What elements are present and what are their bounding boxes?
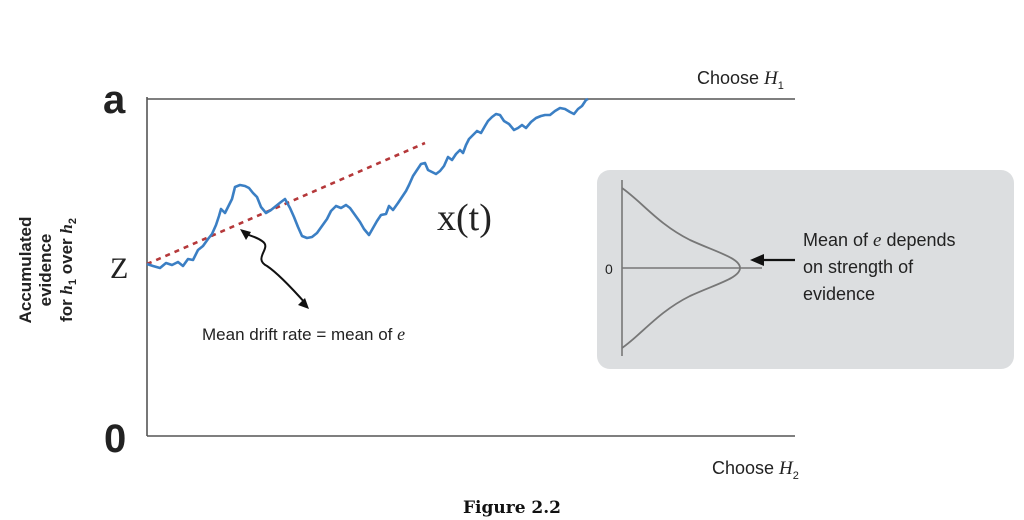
y-axis-sub-1: 1 (67, 279, 79, 285)
drift-annotation-prefix: Mean drift rate = mean of (202, 325, 397, 344)
inset-line1-var: e (873, 230, 881, 251)
diffusion-diagram: a 0 Z Accumulated evidence for h1 over h… (16, 68, 1014, 482)
choose-h2-var: H (778, 458, 794, 479)
y-axis-sub-2: 2 (67, 218, 79, 224)
choose-h2-prefix: Choose (712, 458, 779, 478)
inset-text-line-2: on strength of (803, 257, 914, 277)
inset-line1-suffix: depends (881, 230, 955, 250)
inset-zero-label: 0 (605, 261, 613, 277)
drift-annotation-arrow (244, 232, 307, 305)
choose-h2-label: Choose H2 (712, 458, 799, 482)
choose-h1-prefix: Choose (697, 68, 764, 88)
drift-arrow-head-bottom (298, 298, 309, 309)
inset-line1-prefix: Mean of (803, 230, 873, 250)
y-axis-var-h1: h (57, 285, 76, 294)
choose-h1-sub: 1 (778, 80, 784, 92)
drift-annotation-text: Mean drift rate = mean of e (202, 324, 405, 344)
y-axis-var-h2: h (57, 224, 76, 233)
drift-annotation-var: e (397, 324, 405, 344)
mean-drift-line (146, 141, 426, 266)
inset-text-line-3: evidence (803, 284, 875, 304)
y-axis-line-3-mid: over (57, 234, 76, 279)
distribution-curve (621, 187, 741, 349)
y-axis-line-2: evidence (36, 234, 55, 307)
choose-h1-var: H (763, 68, 779, 89)
y-axis-line-1: Accumulated (16, 217, 35, 324)
y-axis-line-3: for h1 over h2 (57, 218, 79, 322)
y-axis-label: Accumulated evidence for h1 over h2 (16, 217, 79, 324)
inset-text-line-1: Mean of e depends (803, 230, 956, 251)
upper-bound-label: a (103, 78, 126, 122)
figure-caption: Figure 2.2 (462, 498, 562, 518)
process-label: x(t) (437, 197, 492, 239)
drift-arrow-head-top (240, 229, 251, 240)
inset-background (597, 170, 1014, 369)
evidence-path (146, 97, 589, 270)
choose-h2-sub: 2 (793, 470, 799, 482)
distribution-inset: 0 Mean of e depends on strength of evide… (597, 170, 1014, 369)
y-axis-line-3-prefix: for (57, 295, 76, 322)
inset-arrow-head (750, 254, 764, 266)
start-point-label: Z (110, 252, 128, 285)
lower-bound-label: 0 (104, 417, 126, 461)
choose-h1-label: Choose H1 (697, 68, 784, 92)
